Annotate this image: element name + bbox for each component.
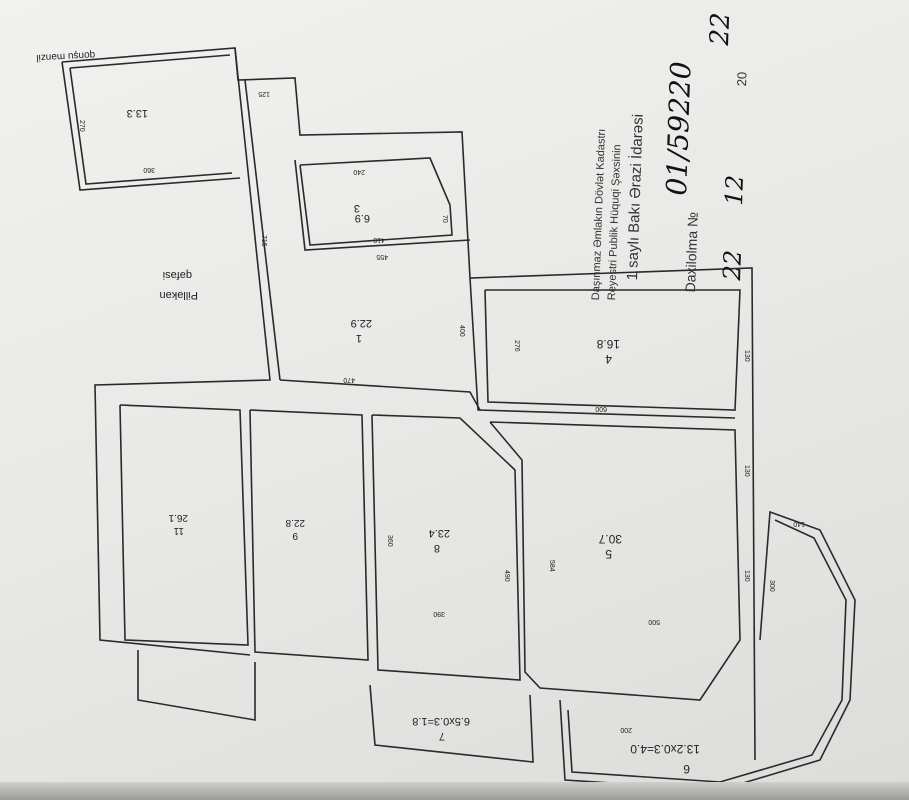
svg-text:11: 11 [173, 525, 184, 536]
svg-text:5: 5 [605, 547, 612, 561]
svg-text:23.4: 23.4 [429, 527, 450, 539]
svg-text:130: 130 [743, 570, 750, 582]
room-area-2: 13.3 [127, 107, 148, 119]
svg-text:390: 390 [433, 610, 445, 617]
dimension-labels: 125 270 360 240 70 410 715 455 400 470 2… [78, 90, 805, 733]
reg-month: 12 [720, 174, 750, 206]
svg-text:130: 130 [743, 350, 750, 362]
svg-text:6: 6 [683, 762, 690, 776]
svg-text:9: 9 [292, 530, 298, 541]
paper-edge-shadow [0, 782, 909, 800]
reg-number: 01/59220 [660, 60, 698, 197]
svg-text:Pilləkən: Pilləkən [159, 289, 198, 301]
svg-text:6.5x0.3=1.8: 6.5x0.3=1.8 [412, 715, 470, 727]
svg-text:300: 300 [768, 580, 775, 592]
svg-text:500: 500 [648, 618, 660, 625]
svg-text:1: 1 [356, 332, 362, 344]
svg-text:30.7: 30.7 [598, 532, 622, 546]
svg-text:584: 584 [548, 560, 555, 572]
svg-text:490: 490 [503, 570, 510, 582]
svg-text:16.8: 16.8 [596, 337, 620, 351]
svg-text:7: 7 [439, 730, 445, 742]
svg-text:200: 200 [620, 726, 632, 733]
svg-text:715: 715 [260, 235, 267, 247]
svg-text:13.2x0.3=4.0: 13.2x0.3=4.0 [630, 742, 700, 756]
svg-text:470: 470 [343, 376, 355, 383]
room-labels: 13.3 6.9 3 22.9 1 16.8 4 30.7 5 23.4 8 2… [36, 49, 700, 776]
reg-year-suffix: 22 [705, 11, 737, 47]
svg-text:455: 455 [376, 253, 388, 260]
svg-text:270: 270 [78, 120, 85, 132]
svg-text:600: 600 [595, 405, 607, 412]
reg-year-prefix: 20 [734, 71, 750, 87]
svg-text:qəfəsi: qəfəsi [163, 269, 192, 281]
svg-text:70: 70 [441, 215, 448, 223]
svg-text:276: 276 [513, 340, 520, 352]
svg-text:4: 4 [605, 352, 612, 366]
reg-label: Daxilolma № [682, 211, 701, 293]
svg-text:140: 140 [793, 520, 805, 527]
reg-day: 22 [718, 249, 748, 281]
svg-text:22.9: 22.9 [351, 317, 372, 329]
svg-text:8: 8 [434, 542, 440, 554]
svg-text:360: 360 [386, 535, 393, 547]
svg-text:26.1: 26.1 [168, 512, 188, 523]
svg-text:6.9: 6.9 [355, 212, 370, 224]
walls [61, 47, 856, 791]
svg-text:qonşu mənzil: qonşu mənzil [36, 49, 95, 63]
svg-text:240: 240 [353, 168, 365, 175]
svg-text:130: 130 [743, 465, 750, 477]
svg-text:22.8: 22.8 [285, 517, 305, 528]
svg-text:400: 400 [458, 325, 465, 337]
svg-text:3: 3 [354, 202, 360, 214]
svg-text:125: 125 [258, 90, 270, 97]
svg-text:410: 410 [373, 236, 385, 243]
svg-text:360: 360 [143, 166, 155, 173]
